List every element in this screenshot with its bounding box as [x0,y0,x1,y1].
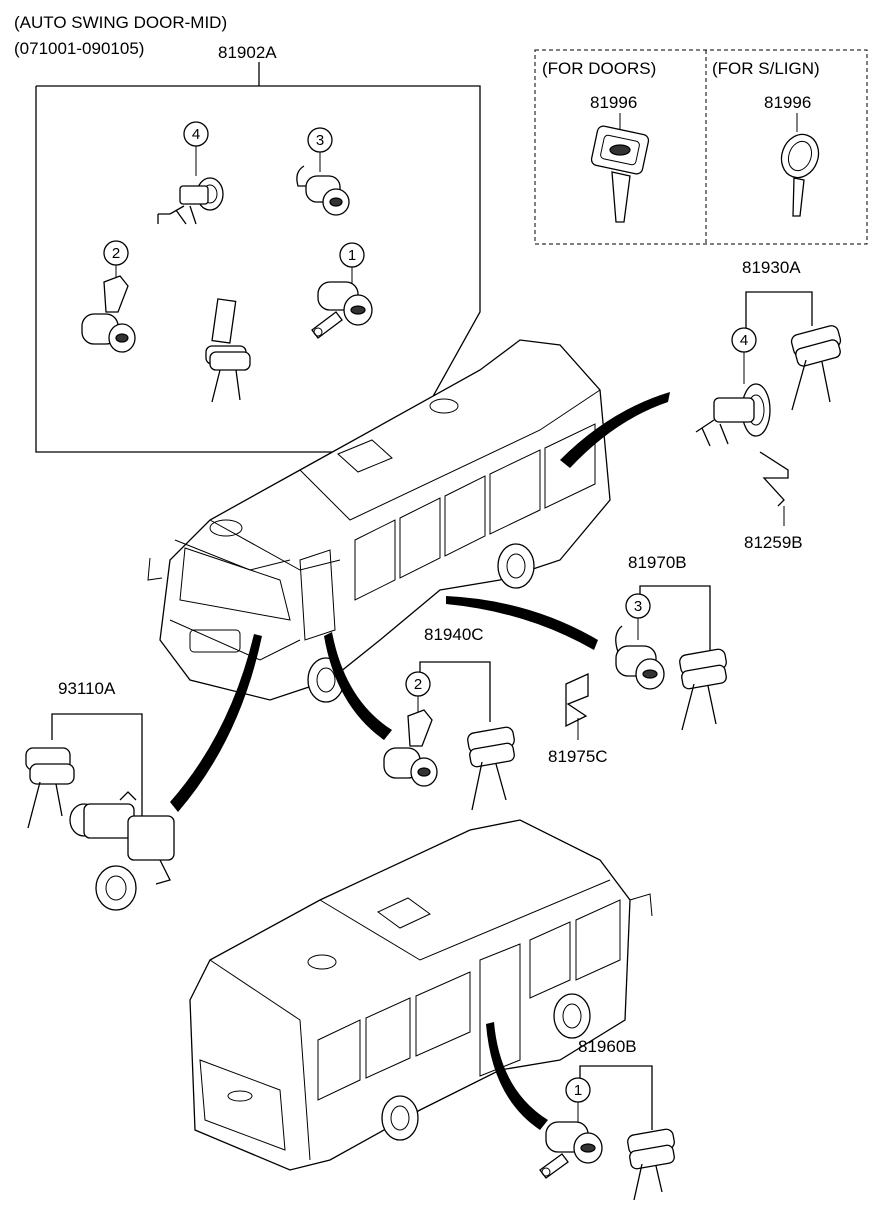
svg-text:1: 1 [348,247,356,264]
front-lock-set: 2 [383,661,515,811]
assembly-item-2: 2 [81,240,136,353]
mid-clip [565,672,589,740]
svg-text:3: 3 [316,132,324,149]
key-box [534,49,868,245]
label-81996-slign: 81996 [764,93,811,112]
label-81930A: 81930A [742,258,801,277]
bus-illustration-lower [189,819,653,1171]
assembly-item-4: 4 [157,121,224,225]
label-81970B: 81970B [628,553,687,572]
rear-lock-set: 4 [695,291,842,447]
rear-clip [759,451,789,526]
label-81996-doors: 81996 [590,93,637,112]
assembly-box [35,62,481,453]
label-81975C: 81975C [548,747,608,766]
assembly-item-3: 3 [296,127,350,216]
mid-lock-set: 3 [615,585,727,731]
slign-key-icon [780,133,820,217]
header-date-range: (071001-090105) [14,39,144,58]
key-slign-heading: (FOR S/LIGN) [712,59,820,78]
side-lock-set: 1 [539,1065,675,1201]
svg-text:2: 2 [112,245,120,262]
door-key-icon [590,125,650,223]
key-doors-heading: (FOR DOORS) [542,59,656,78]
arrow-to-mid-lock [446,596,598,650]
label-81960B: 81960B [578,1037,637,1056]
arrow-to-front-lock [324,632,392,740]
label-81902A: 81902A [218,43,277,62]
bus-illustration-upper [147,339,611,703]
label-81259B: 81259B [744,533,803,552]
header-title: (AUTO SWING DOOR-MID) [14,13,227,32]
svg-text:4: 4 [740,332,748,349]
svg-text:2: 2 [414,676,422,693]
arrow-to-ignition [170,634,262,812]
label-93110A: 93110A [58,679,116,698]
assembly-keys [205,298,251,403]
ignition-set [25,713,175,911]
assembly-item-1: 1 [311,242,373,339]
svg-text:1: 1 [574,1082,582,1099]
svg-text:4: 4 [192,126,200,143]
arrow-to-side-lock [486,1022,548,1130]
svg-text:3: 3 [634,598,642,615]
label-81940C: 81940C [424,625,484,644]
arrow-to-rear-lock [560,392,670,468]
